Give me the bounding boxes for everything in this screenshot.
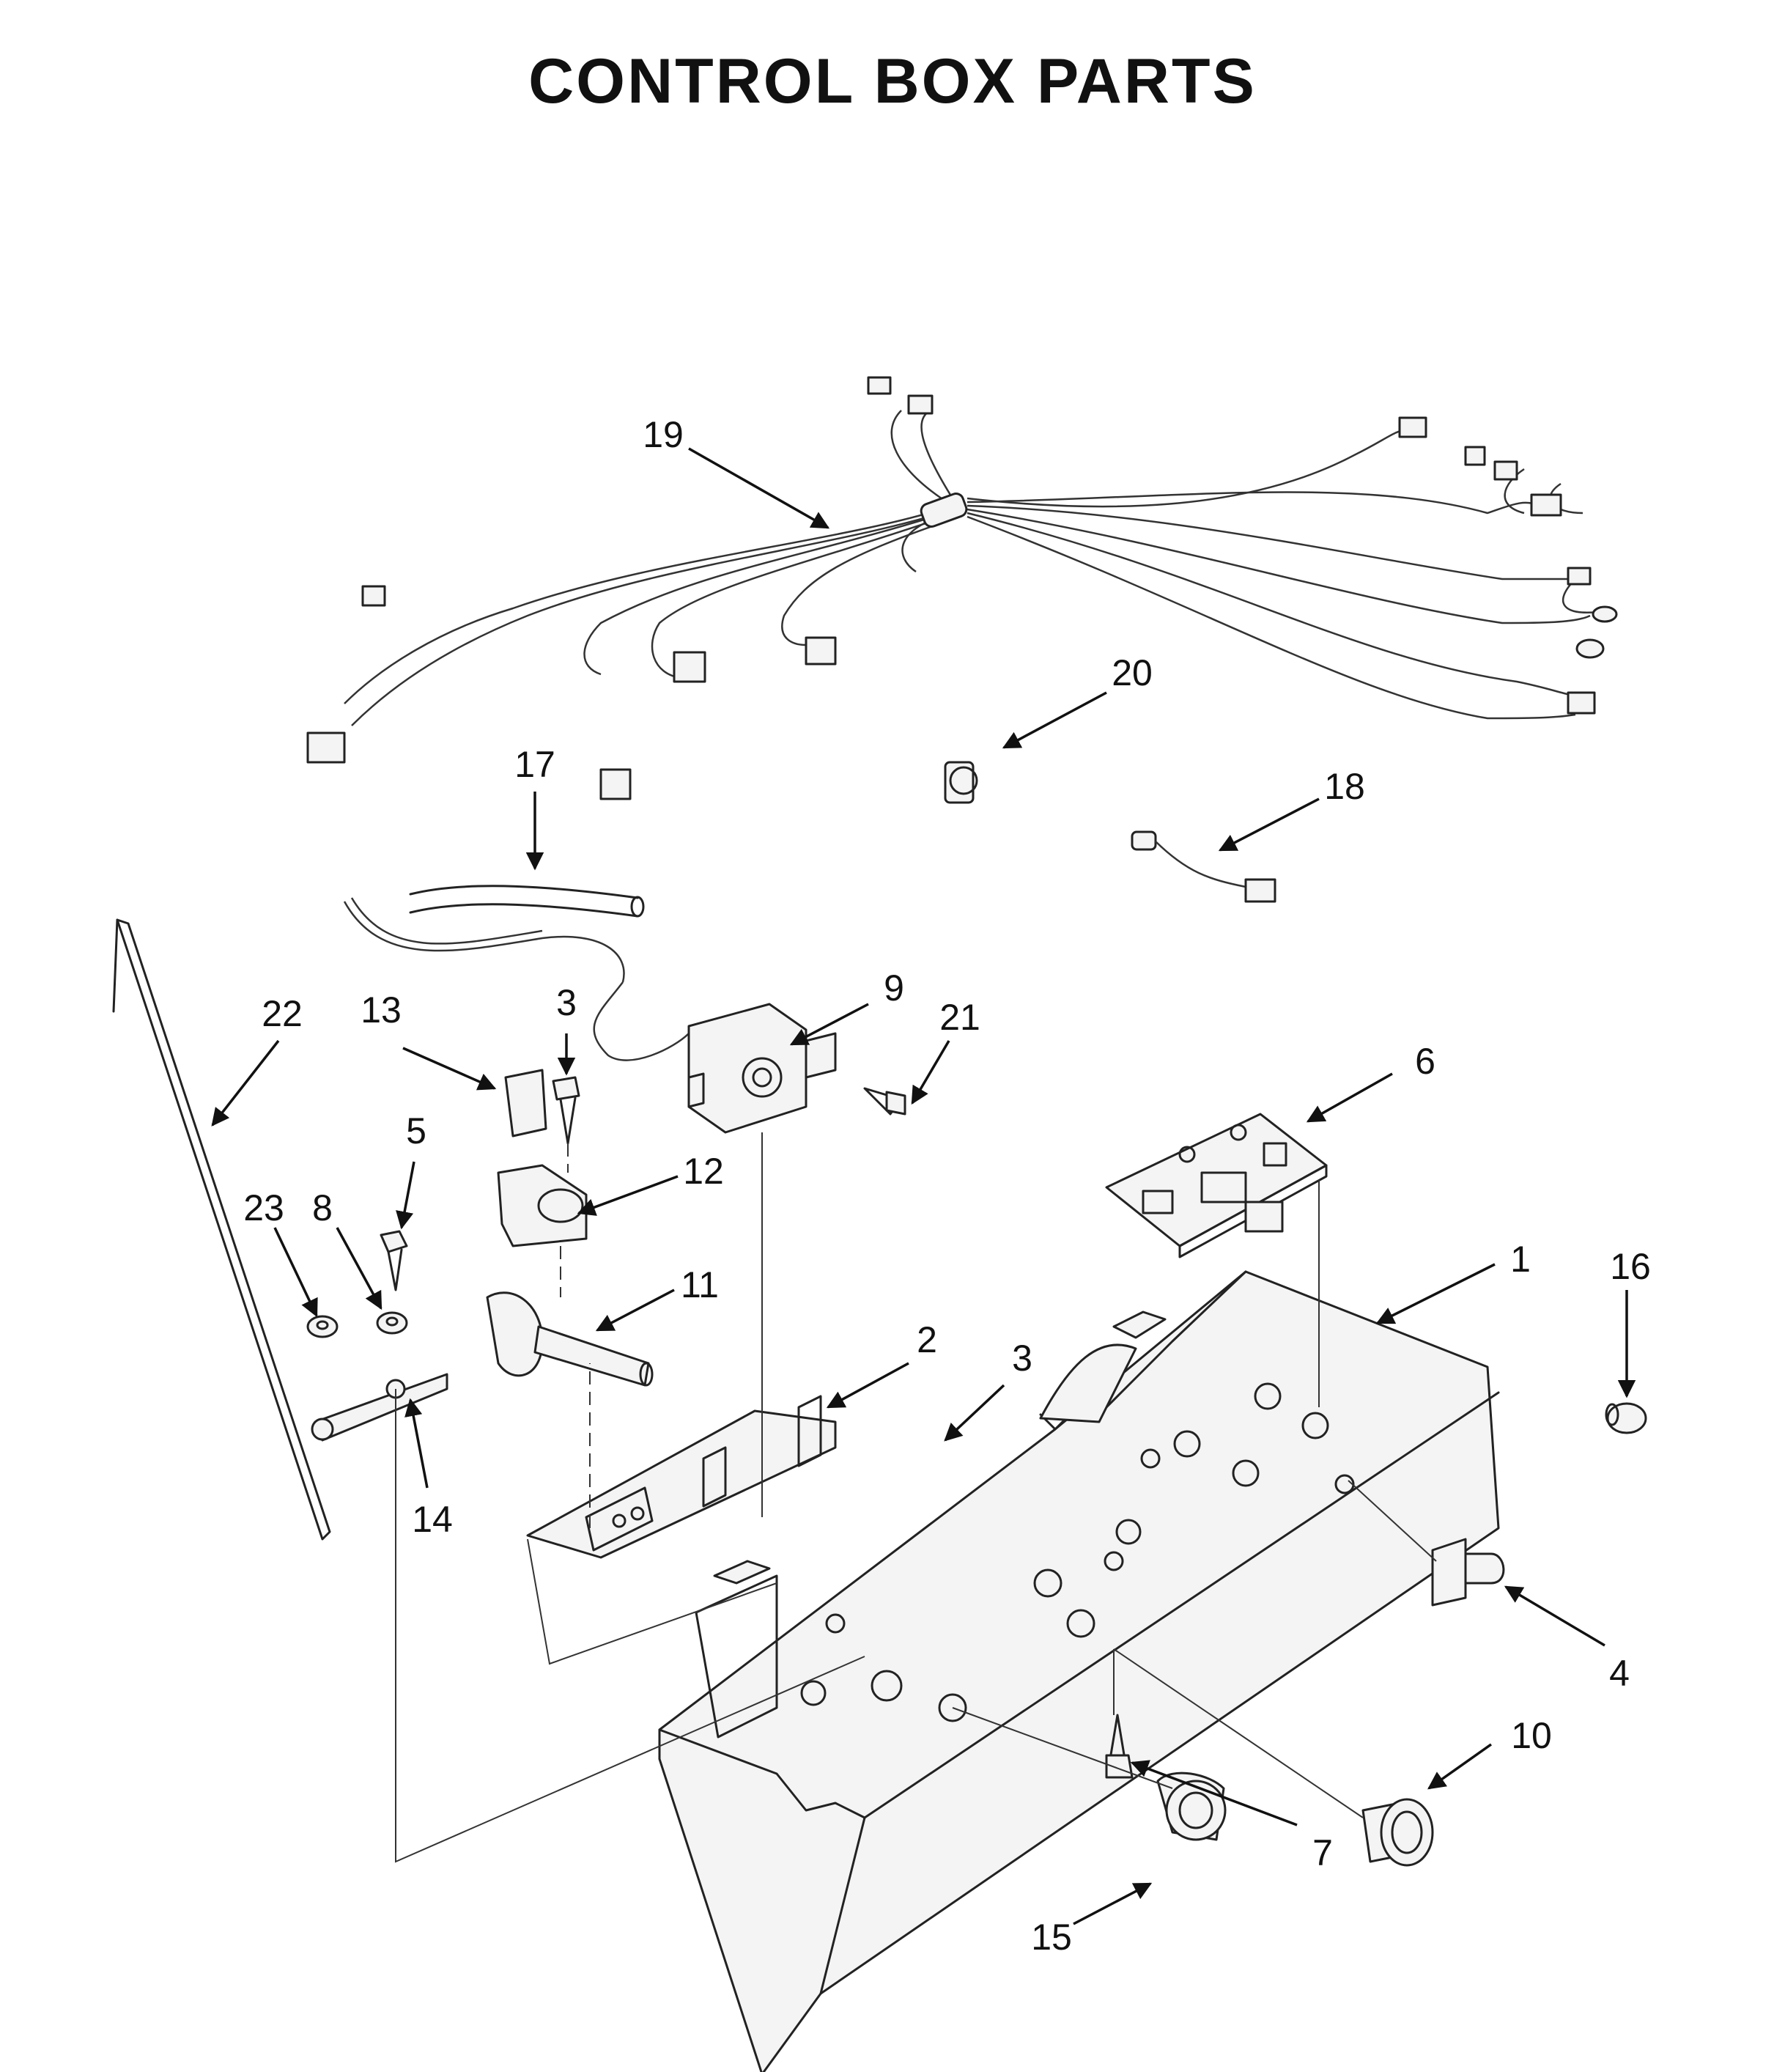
indicator-light-10-part (1361, 1798, 1434, 1867)
callout-15: 15 (1031, 1917, 1072, 1958)
callout-22: 22 (262, 993, 303, 1034)
callout-3-lower: 3 (1012, 1338, 1032, 1379)
callout-8: 8 (312, 1187, 333, 1228)
leader-arrows (211, 447, 1636, 1925)
callout-19: 19 (643, 414, 684, 455)
callout-21: 21 (939, 997, 980, 1038)
washer-8-part (376, 1311, 408, 1335)
callout-13: 13 (361, 989, 402, 1031)
wire-clip-part (944, 761, 978, 804)
shaft-11-part (486, 1291, 654, 1387)
callout-14: 14 (412, 1499, 453, 1540)
callout-6: 6 (1415, 1041, 1435, 1082)
callout-12: 12 (683, 1151, 724, 1192)
thermostat-9-part (687, 1003, 837, 1134)
screw-3-upper-part (552, 1076, 580, 1145)
plug-16-part (1605, 1402, 1647, 1434)
wire-harness-part (306, 376, 1618, 800)
sensor-lead-part (1131, 830, 1276, 903)
control-box-housing-1-part (658, 1270, 1500, 2072)
callout-5: 5 (406, 1110, 426, 1151)
callout-23: 23 (243, 1187, 284, 1228)
callout-1: 1 (1510, 1239, 1531, 1280)
switch-4-part (1431, 1538, 1505, 1607)
clip-13-part (504, 1069, 547, 1138)
callout-16: 16 (1610, 1246, 1651, 1287)
callout-3-upper: 3 (556, 982, 577, 1023)
callout-4: 4 (1609, 1653, 1630, 1694)
callout-18: 18 (1324, 766, 1365, 807)
callout-20: 20 (1112, 652, 1153, 693)
mounting-plate-2-part (526, 1395, 837, 1559)
lever-arm-part (311, 1373, 448, 1442)
callout-9: 9 (884, 967, 904, 1009)
bracket-12-part (497, 1164, 588, 1247)
knob-15-part (1156, 1771, 1227, 1841)
callout-7: 7 (1312, 1832, 1333, 1873)
capillary-tube-part (343, 885, 690, 1061)
diagram-title: CONTROL BOX PARTS (528, 46, 1257, 117)
screw-21-part (863, 1087, 906, 1116)
control-board-6-part (1105, 1113, 1328, 1258)
control-rod-part (112, 918, 331, 1541)
washer-23-part (306, 1315, 339, 1338)
callout-11: 11 (681, 1264, 719, 1305)
callout-10: 10 (1511, 1715, 1552, 1756)
callout-17: 17 (514, 744, 555, 785)
screw-5-part (380, 1230, 408, 1291)
callout-2: 2 (917, 1319, 937, 1360)
